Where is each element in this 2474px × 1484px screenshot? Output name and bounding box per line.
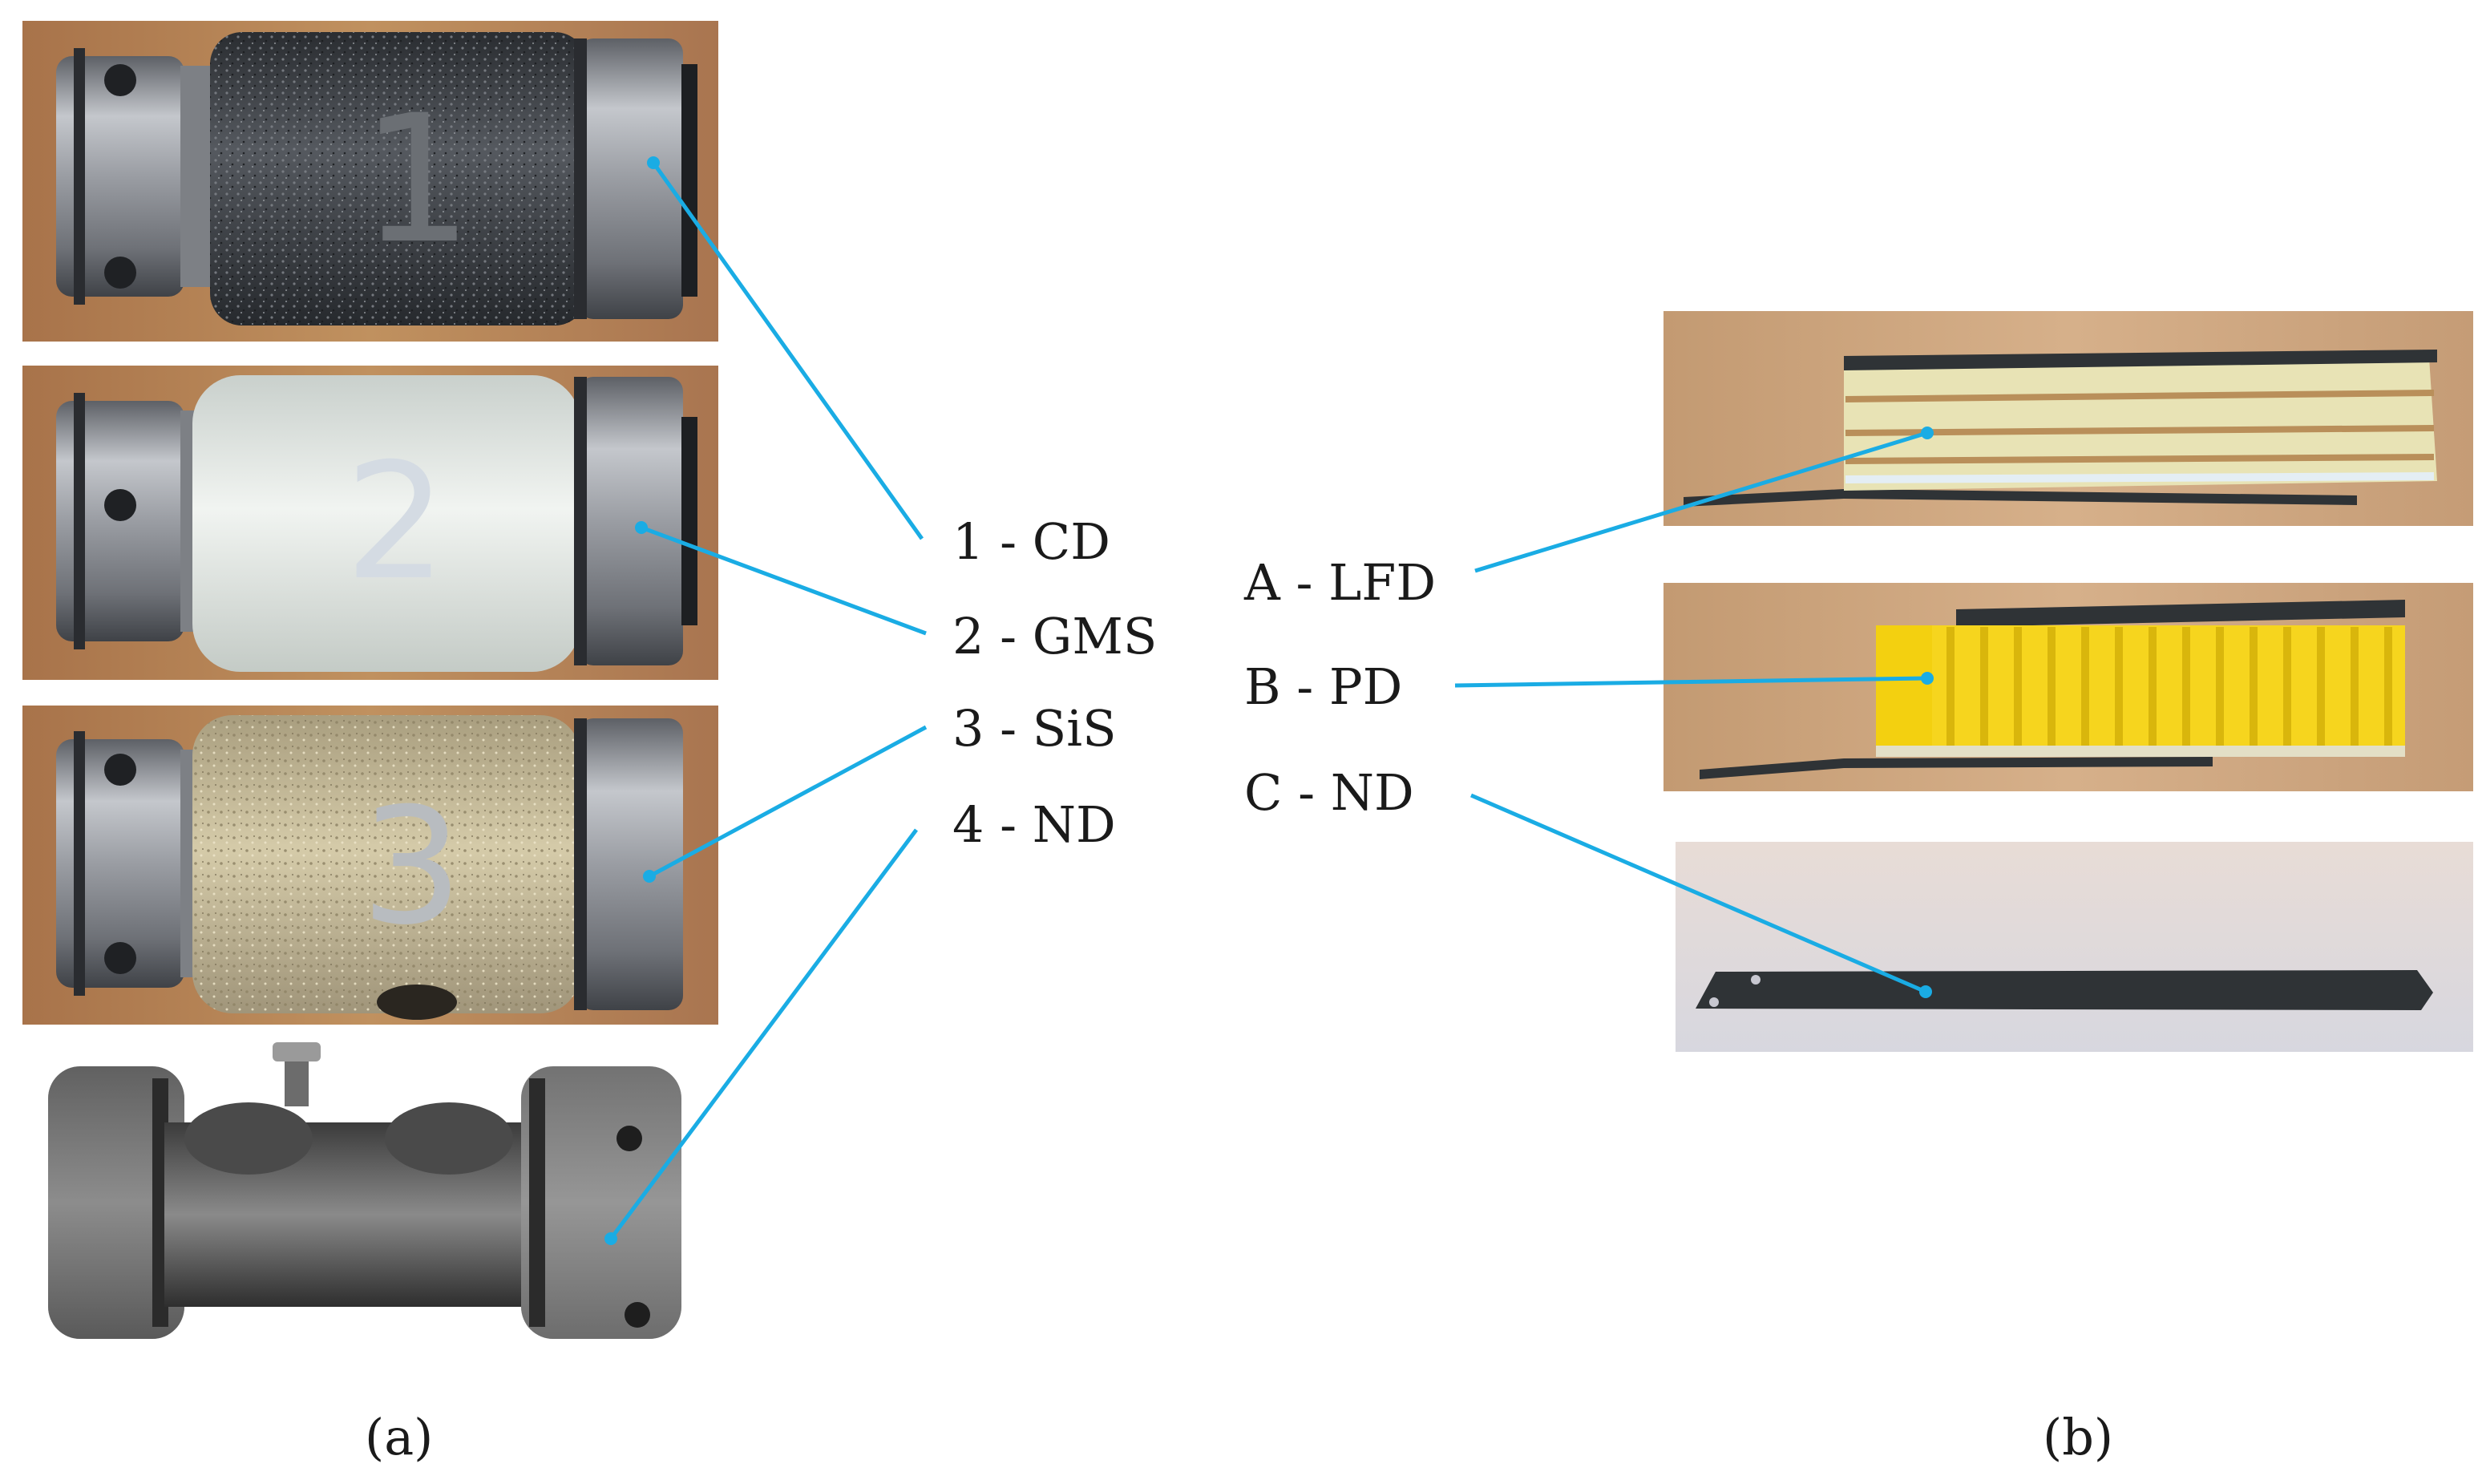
photo-gms-specimen: 2 [22, 366, 718, 680]
photo-cd-specimen: 1 [22, 21, 718, 342]
leader-dot-pd [1921, 672, 1934, 685]
label-nd-a: 4 - ND [952, 795, 1116, 854]
leader-lines-b [1454, 431, 1928, 994]
leader-dot-gms [635, 521, 648, 534]
leader-dot-sis [643, 870, 656, 883]
label-cd: 1 - CD [952, 512, 1110, 571]
label-nd-b: C - ND [1244, 763, 1414, 822]
leader-line-nd-b [1470, 793, 1926, 994]
leader-line-nd-a [608, 828, 919, 1240]
label-sis: 3 - SiS [952, 699, 1117, 758]
photo-pd-specimen [1663, 583, 2473, 791]
label-lfd: A - LFD [1244, 553, 1437, 612]
leader-dot-nd-b [1919, 985, 1932, 998]
photo-nd-specimen [22, 1042, 728, 1363]
panel-b-caption: (b) [2043, 1408, 2114, 1466]
leader-dot-nd-a [604, 1232, 617, 1245]
leader-dot-cd [647, 156, 660, 169]
leader-lines-a [608, 161, 928, 1240]
label-pd: B - PD [1244, 657, 1403, 716]
digit-3-mark: 3 [361, 774, 463, 960]
leader-line-sis [648, 725, 928, 879]
leader-line-cd [651, 161, 924, 540]
photo-sis-specimen: 3 [22, 706, 718, 1025]
leader-dot-lfd [1921, 427, 1934, 439]
label-gms: 2 - GMS [952, 607, 1158, 665]
digit-1-mark: 1 [361, 77, 473, 282]
leader-line-gms [641, 525, 927, 636]
panel-a-caption: (a) [365, 1408, 434, 1466]
leader-line-lfd [1474, 431, 1928, 573]
leader-line-pd [1454, 676, 1928, 688]
digit-2-mark: 2 [345, 429, 447, 616]
photo-lfd-specimen [1663, 311, 2473, 526]
photo-nd-strip [1676, 842, 2473, 1052]
